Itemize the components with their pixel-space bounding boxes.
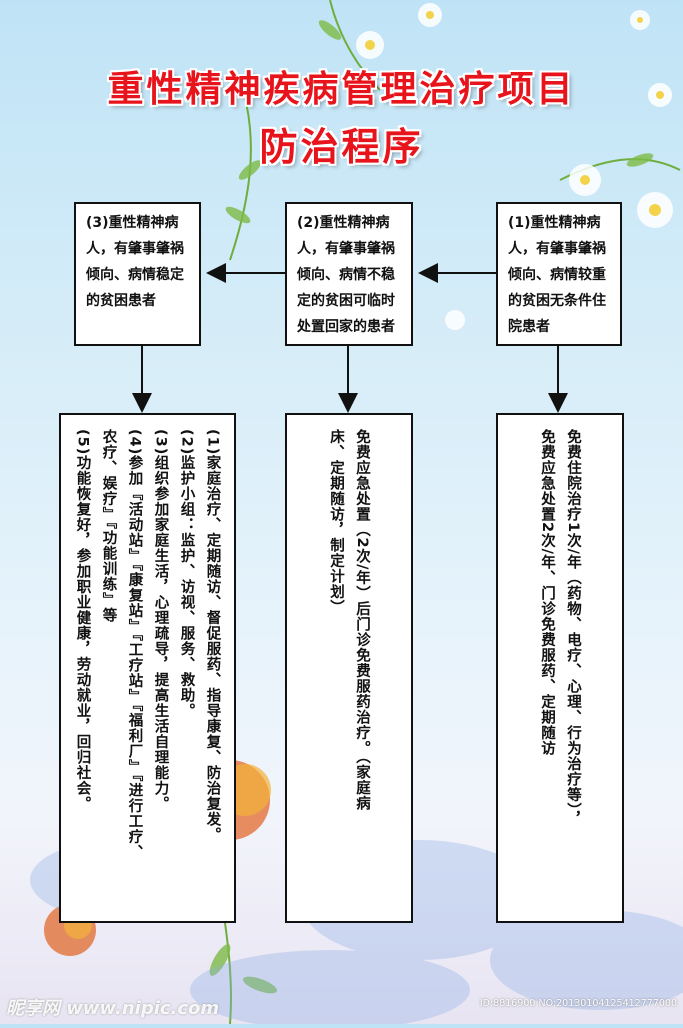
treatment-2-line-1: 免费应急处置（2次/年）后门诊免费服药治疗。（家庭病 [354,429,370,812]
treatment-3-line-3: (3)组织参加家庭生活，心理疏导，提高生活自理能力。 [152,429,169,812]
watermark-id: ID:8816900 NO:20130104125412777000 [479,998,677,1009]
treatment-text-2: 免费应急处置（2次/年）后门诊免费服药治疗。（家庭病 床、定期随访，制定计划） [323,429,375,911]
category-text-2: (2)重性精神病人，有肇事肇祸倾向、病情不稳定的贫困可临时处置回家的患者 [297,215,395,335]
treatment-box-3: (1)家庭治疗、定期随访、督促服药、指导康复、防治复发。 (2)监护小组：监护、… [59,413,236,923]
treatment-1-line-1: 免费住院治疗1次/年（药物、电疗、心理、行为治疗等）， [565,429,581,827]
page-subtitle: 防治程序 [259,125,424,169]
treatment-3-line-6: (5)功能恢复好，参加职业健康，劳动就业，回归社会。 [74,429,91,812]
page-title: 重性精神疾病管理治疗项目 [107,69,576,110]
watermark-logo: 昵享网 www.nipic.com [6,998,220,1019]
treatment-3-line-5: 农疗、娱疗』『功能训练』等 [100,429,117,624]
treatment-text-3: (1)家庭治疗、定期随访、督促服药、指导康复、防治复发。 (2)监护小组：监护、… [70,429,226,911]
treatment-3-line-4: (4)参加『活动站』『康复站』『工疗站』『福利厂』『进行工疗、 [126,429,143,861]
category-box-3: (3)重性精神病人，有肇事肇祸倾向、病情稳定的贫困患者 [74,202,201,346]
treatment-3-line-1: (1)家庭治疗、定期随访、督促服药、指导康复、防治复发。 [204,429,221,843]
category-text-1: (1)重性精神病人，有肇事肇祸倾向、病情较重的贫困无条件住院患者 [508,215,606,335]
treatment-3-line-2: (2)监护小组：监护、访视、服务、救助。 [178,429,195,719]
treatment-box-2: 免费应急处置（2次/年）后门诊免费服药治疗。（家庭病 床、定期随访，制定计划） [285,413,413,923]
treatment-1-line-2: 免费应急处置2次/年、门诊免费服药、定期随访 [539,429,555,757]
category-box-2: (2)重性精神病人，有肇事肇祸倾向、病情不稳定的贫困可临时处置回家的患者 [285,202,413,346]
category-box-1: (1)重性精神病人，有肇事肇祸倾向、病情较重的贫困无条件住院患者 [496,202,622,346]
treatment-2-line-2: 床、定期随访，制定计划） [328,429,344,615]
treatment-box-1: 免费住院治疗1次/年（药物、电疗、心理、行为治疗等）， 免费应急处置2次/年、门… [496,413,624,923]
category-text-3: (3)重性精神病人，有肇事肇祸倾向、病情稳定的贫困患者 [86,215,184,309]
treatment-text-1: 免费住院治疗1次/年（药物、电疗、心理、行为治疗等）， 免费应急处置2次/年、门… [534,429,586,911]
